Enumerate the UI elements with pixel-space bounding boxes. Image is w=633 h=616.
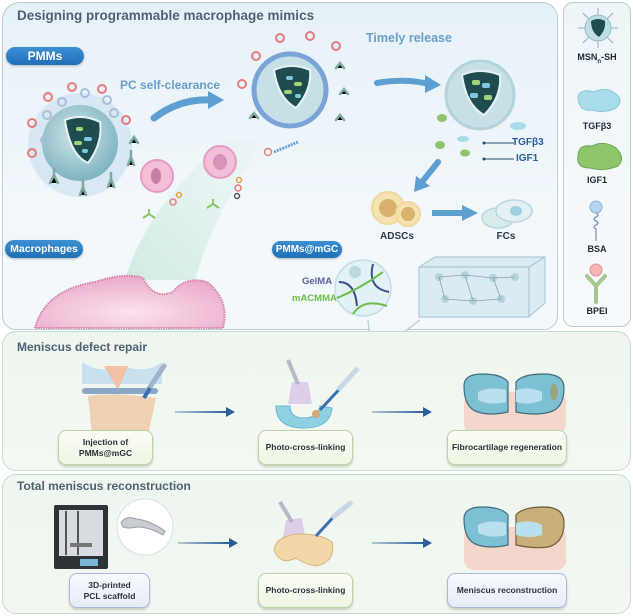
macmma-label: mACMMA: [292, 293, 337, 304]
tgfb3-protein-icon: [577, 88, 621, 113]
tgfb3-pointer-line: [482, 141, 514, 161]
reconstruction-arrow-1-head: [229, 538, 238, 548]
adscs-cells-icon: [371, 191, 421, 227]
bpei-icon: [585, 263, 607, 304]
step-3d-printed-line2: PCL scaffold: [83, 590, 136, 601]
bsa-icon: [589, 200, 603, 241]
total-meniscus-reconstruction-title: Total meniscus reconstruction: [17, 479, 191, 493]
step-3d-printed-line1: 3D-printed: [88, 579, 131, 590]
gelma-label: GelMA: [302, 276, 333, 287]
photo-crosslinking-meniscus-icon: [275, 359, 360, 429]
fcs-cells-icon: [481, 199, 533, 229]
pmm-nanoparticle-icon: [27, 82, 140, 197]
adscs-to-fcs-arrow-icon: [432, 205, 478, 221]
timely-release-label: Timely release: [366, 31, 452, 45]
adscs-label: ADSCs: [380, 231, 414, 242]
igf1-callout-label: IGF1: [516, 153, 539, 164]
regenerated-meniscus-icon: [463, 373, 566, 434]
pc-self-clearance-label: PC self-clearance: [120, 78, 221, 92]
photo-crosslinking-scaffold-icon: [273, 500, 354, 567]
design-panel-title: Designing programmable macrophage mimics: [17, 8, 315, 23]
legend-msn-suffix: -SH: [601, 52, 617, 62]
pmm-cleared-particle-icon: [237, 31, 350, 129]
legend-tgfb3-label: TGFβ3: [582, 121, 612, 131]
msn-sh-particle-icon: [578, 8, 618, 48]
bsa-bpei-fragment-icon: [263, 140, 299, 157]
reconstructed-meniscus-icon: [463, 506, 566, 570]
knee-injection-icon: [82, 362, 167, 435]
pmms-pill: PMMs: [6, 47, 84, 65]
self-clearance-arrow-icon: [150, 91, 224, 122]
pmm-release-particle-icon: [444, 59, 516, 131]
tgfb3-callout-label: TGFβ3: [512, 137, 544, 148]
pcl-scaffold-icon: [116, 498, 174, 556]
pmms-mgc-pill: PMMs@mGC: [272, 241, 342, 258]
macrophages-pill: Macrophages: [5, 240, 83, 258]
defect-arrow-2-head: [423, 407, 432, 417]
legend-bpei-label: BPEI: [586, 306, 608, 316]
meniscus-defect-repair-title: Meniscus defect repair: [17, 340, 148, 354]
step-photo-cross-linking-repair: Photo-cross-linking: [258, 430, 353, 465]
legend-igf1-label: IGF1: [586, 175, 607, 185]
step-meniscus-reconstruction: Meniscus reconstruction: [447, 573, 567, 608]
to-adscs-arrow-icon: [414, 159, 441, 192]
released-proteins-icon: [435, 114, 526, 157]
reconstruction-arrow-2-head: [423, 538, 432, 548]
fcs-label: FCs: [496, 231, 516, 242]
step-injection-line2: PMMs@mGC: [78, 447, 133, 458]
3d-printer-icon: [54, 505, 108, 569]
step-photo-cross-linking-reconstruction: Photo-cross-linking: [258, 573, 353, 608]
step-fibrocartilage-regeneration: Fibrocartilage regeneration: [447, 430, 567, 465]
legend-bsa-label: BSA: [587, 244, 607, 254]
step-injection-line1: Injection of: [82, 436, 129, 447]
defect-arrow-2: [372, 411, 424, 413]
defect-arrow-1: [175, 411, 227, 413]
timely-release-arrow-icon: [374, 75, 441, 93]
defect-arrow-1-head: [226, 407, 235, 417]
legend-msn-sub: n: [597, 58, 602, 65]
macrophage-cell-icon: [33, 140, 265, 329]
reconstruction-arrow-2: [372, 542, 424, 544]
reconstruction-arrow-1: [178, 542, 230, 544]
legend-msn-sh-label: MSNn-SH: [566, 52, 628, 65]
hydrogel-block-icon: [418, 256, 546, 318]
legend-msn-main: MSN: [577, 52, 598, 62]
hydrogel-network-zoom-icon: [334, 259, 392, 317]
igf1-protein-icon: [577, 142, 622, 171]
